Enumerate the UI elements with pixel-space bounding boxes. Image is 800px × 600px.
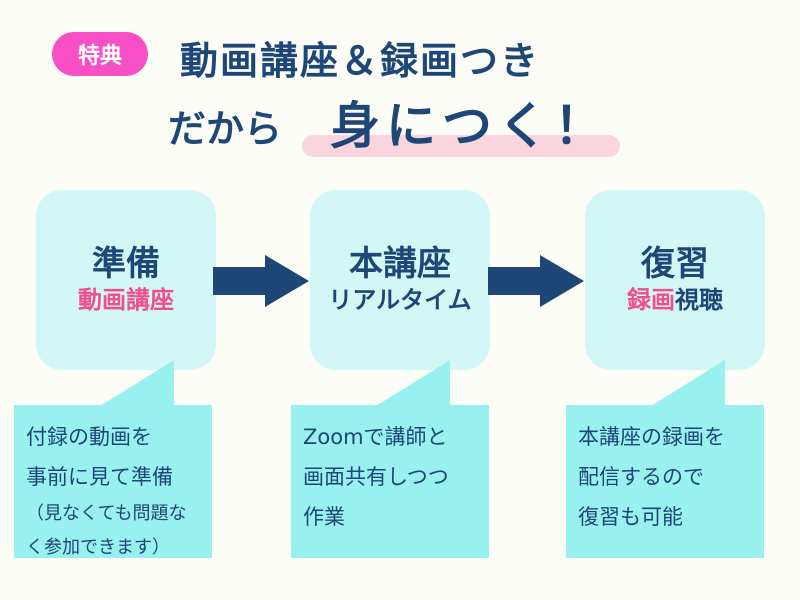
step-title: 本講座 [349, 244, 451, 284]
headline-line-1: 動画講座＆録画つき [180, 39, 541, 83]
step-main-course: 本講座 リアルタイム [310, 190, 490, 370]
step-preparation: 準備 動画講座 [36, 190, 216, 370]
note-line: 本講座の録画を [578, 425, 725, 449]
note-main-course: Zoomで講師と 画面共有しつつ 作業 [291, 405, 489, 558]
note-line: 付録の動画を [26, 425, 152, 449]
step-subtitle-part: 録画 [627, 285, 675, 314]
callout-tail [651, 360, 725, 406]
step-title: 準備 [92, 244, 160, 284]
note-line: 事前に見て準備 [26, 465, 173, 489]
note-line-small: く参加できます） [26, 537, 170, 558]
note-line: 配信するので [578, 465, 704, 489]
step-subtitle-part: リアルタイム [328, 285, 472, 314]
step-subtitle: 動画講座 [78, 285, 174, 316]
note-line: 復習も可能 [578, 505, 683, 529]
bonus-badge: 特典 [52, 32, 148, 76]
headline-line-2-emphasis: 身につく！ [330, 97, 610, 155]
callout-tail [100, 360, 174, 406]
step-subtitle-part: 動画講座 [78, 285, 174, 314]
step-review: 復習 録画視聴 [585, 190, 765, 370]
note-preparation: 付録の動画を 事前に見て準備 （見なくても問題な く参加できます） [14, 405, 212, 558]
note-line-small: （見なくても問題な [26, 503, 187, 524]
note-line: 画面共有しつつ [303, 465, 449, 489]
step-subtitle-part: 視聴 [675, 285, 723, 314]
step-subtitle: リアルタイム [328, 285, 471, 316]
note-line: Zoomで講師と [303, 425, 448, 449]
note-line: 作業 [303, 505, 345, 529]
arrow-right-icon [488, 255, 584, 307]
step-title: 復習 [641, 244, 709, 284]
callout-tail [376, 360, 450, 406]
headline-line-2-prefix: だから [168, 107, 283, 151]
note-review: 本講座の録画を 配信するので 復習も可能 [566, 405, 764, 558]
headline-highlight [302, 135, 620, 157]
step-subtitle: 録画視聴 [627, 285, 723, 316]
arrow-right-icon [213, 255, 309, 307]
